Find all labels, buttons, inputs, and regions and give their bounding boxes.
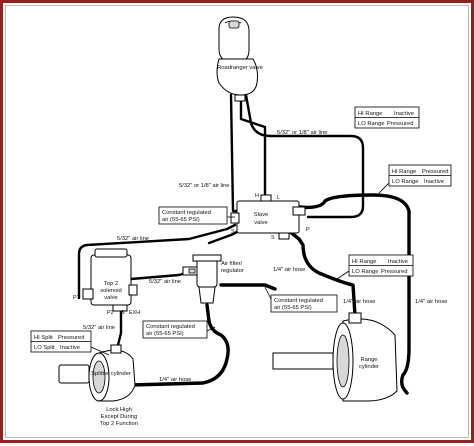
callout-mid-line-1: Constant regulated	[274, 298, 323, 304]
regulator-label-1: Air filter/	[221, 261, 243, 267]
range-cylinder[interactable]	[272, 312, 398, 402]
status-split-hi-state: Pressured	[58, 335, 84, 341]
lock-note: Lock High Except During Top 2 Function	[100, 407, 138, 427]
lock-note-line-1: Lock High	[106, 407, 132, 413]
solenoid-label-1: Top 2	[104, 281, 118, 287]
sol-port-p1: P1	[73, 295, 80, 301]
air-line-roadranger-range	[244, 93, 365, 219]
status-table-right: Hi Range Pressured LO Range Inactive	[378, 164, 452, 194]
label-solenoid-splitter-line: 5/32" air line	[83, 325, 115, 331]
callout-low-line-1: Constant regulated	[146, 324, 195, 330]
status-right-lo-label: LO Range	[392, 179, 418, 185]
hose-slave-to-range-right	[297, 193, 411, 395]
status-split-lo-state: Inactive	[60, 345, 80, 351]
lock-note-line-2: Except During	[101, 414, 137, 420]
air-line-solenoid-to-splitter	[115, 305, 123, 351]
lock-note-line-3: Top 2 Function	[100, 421, 138, 427]
label-range-hose-right: 1/4" air hose	[415, 299, 447, 305]
status-mid-lo-label: LO Range	[352, 269, 378, 275]
callout-top-line-2: air (55-65 PSI)	[162, 217, 200, 223]
slave-port-l: L	[277, 195, 280, 201]
status-split-lo-label: LO Split	[34, 345, 55, 351]
slave-port-h: H	[255, 193, 259, 199]
solenoid-ports: P1 P2 S EXH	[73, 295, 140, 316]
label-roadranger-line-s: 5/32" or 1/8" air line	[179, 183, 230, 189]
solenoid-label-3: valve	[104, 295, 118, 301]
splitter-cylinder[interactable]	[58, 344, 136, 402]
callout-top-line-1: Constant regulated	[162, 210, 211, 216]
status-table-splitter: HI Split Pressured LO Split Inactive	[30, 330, 110, 356]
sol-port-s: S	[121, 310, 125, 316]
callout-constant-air-top: Constant regulated air (55-65 PSI)	[158, 206, 235, 225]
air-lines	[77, 93, 411, 395]
status-mid-lo-state: Pressured	[381, 269, 407, 275]
air-filter-regulator[interactable]	[182, 254, 222, 304]
air-line-roadranger-to-slave	[239, 93, 267, 201]
hose-regulator-right	[219, 283, 277, 291]
sol-port-exh: EXH	[129, 310, 140, 316]
callout-mid-line-2: air (55-65 PSI)	[274, 305, 312, 311]
slave-valve[interactable]	[230, 194, 306, 240]
roadranger-valve-label: Roadranger valve	[217, 65, 263, 71]
status-table-mid: HI Range Inactive LO Range Pressured	[336, 254, 414, 280]
status-rr-hi-state: Inactive	[394, 111, 414, 117]
slave-valve-label-1: Slave	[254, 212, 269, 218]
status-mid-hi-state: Inactive	[388, 259, 408, 265]
hose-regulator-down	[129, 303, 230, 387]
slave-port-p: P	[306, 227, 310, 233]
line-labels: 5/32" or 1/8" air line 5/32" or 1/8" air…	[83, 130, 447, 383]
label-regulator-hose: 1/4" air hose	[273, 267, 305, 273]
top2-solenoid-valve[interactable]	[82, 248, 138, 312]
air-line-slave-s	[229, 93, 247, 213]
splitter-label-1: Splitter cylinder	[91, 371, 131, 377]
solenoid-label-2: solenoid	[100, 288, 122, 294]
label-regulator-solenoid-line: 5/32" air line	[149, 279, 181, 285]
status-rr-hi-label: HI Range	[358, 111, 383, 117]
label-slave-solenoid-line: 5/32" air line	[117, 236, 149, 242]
callout-constant-air-low: Constant regulated air (55-65 PSI)	[142, 320, 216, 339]
air-line-slave-to-solenoid	[77, 223, 237, 300]
roadranger-valve[interactable]	[216, 16, 258, 102]
range-label-2: cylinder	[359, 364, 379, 370]
slave-port-s-left: S	[231, 229, 235, 235]
slave-ports: H L S S P	[231, 193, 310, 241]
air-system-schematic: Roadranger valve Slave valve H L S S P T…	[30, 16, 452, 427]
label-splitter-hose: 1/4" air hose	[159, 377, 191, 383]
status-rr-lo-state: Pressured	[387, 121, 413, 127]
status-rr-lo-label: LO Range	[358, 121, 384, 127]
status-mid-hi-label: HI Range	[352, 259, 377, 265]
status-table-roadranger: HI Range Inactive LO Range Pressured	[354, 106, 420, 129]
slave-valve-label-2: valve	[254, 220, 268, 226]
label-range-hose-left: 1/4" air hose	[343, 299, 375, 305]
regulator-label-2: regulator	[221, 268, 244, 274]
status-right-hi-label: Hi Range	[392, 169, 416, 175]
status-split-hi-label: HI Split	[34, 335, 53, 341]
range-label-1: Range	[360, 357, 377, 363]
status-right-lo-state: Inactive	[424, 179, 444, 185]
slave-port-s-right: S	[271, 235, 275, 241]
label-roadranger-line: 5/32" or 1/8" air line	[277, 130, 328, 136]
status-right-hi-state: Pressured	[422, 169, 448, 175]
sol-port-p2: P2	[107, 310, 114, 316]
hose-slave-to-range-left	[287, 229, 357, 317]
callout-constant-air-mid: Constant regulated air (55-65 PSI)	[264, 286, 338, 313]
callout-low-line-2: air (55-65 PSI)	[146, 331, 184, 337]
